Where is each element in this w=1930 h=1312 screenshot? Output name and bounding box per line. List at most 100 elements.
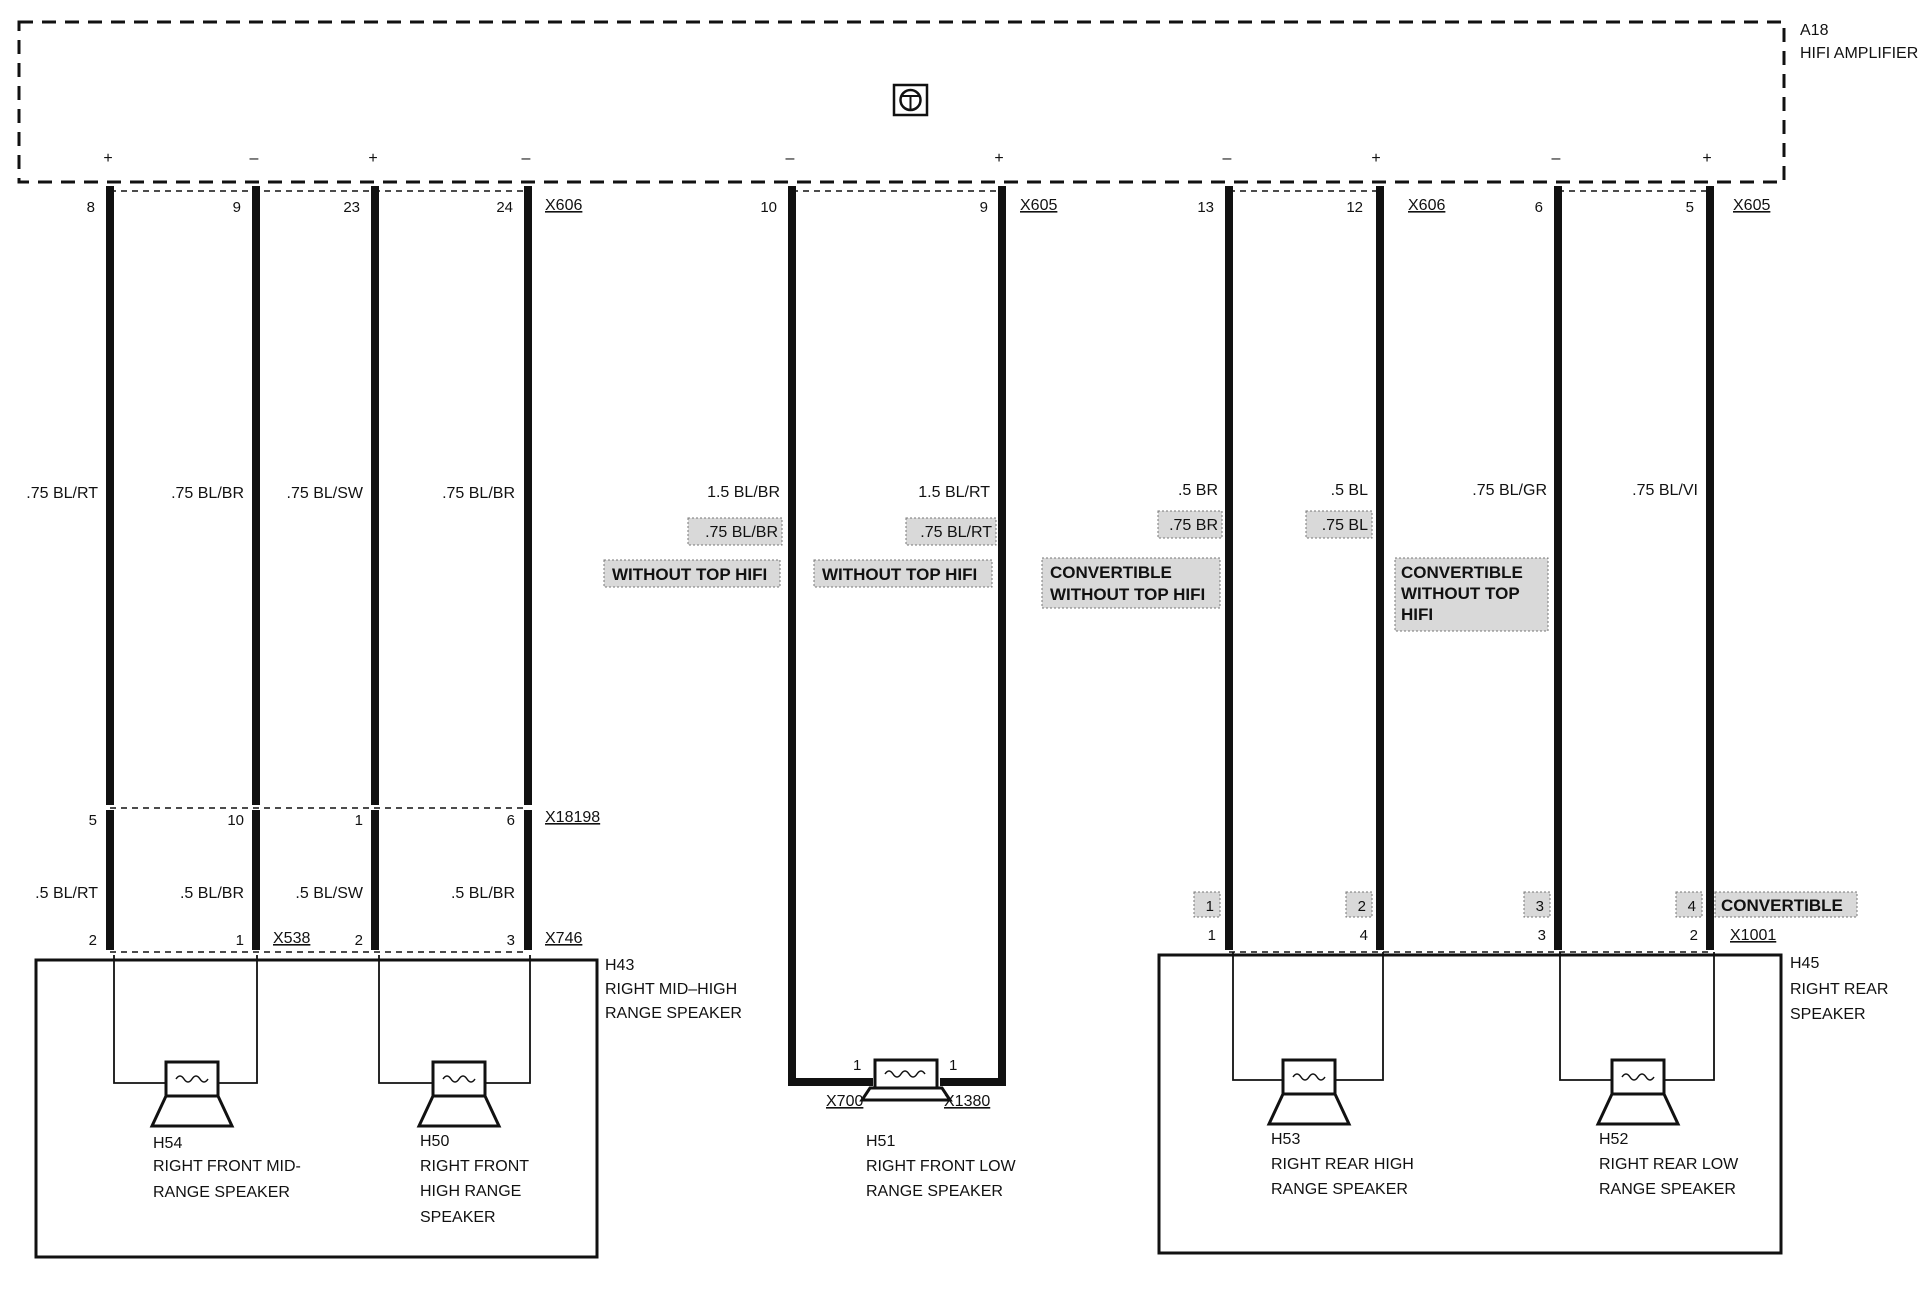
speaker-h52[interactable]: H52 RIGHT REAR LOW RANGE SPEAKER (1595, 1058, 1739, 1198)
speaker-icon (149, 1060, 235, 1128)
wire-label: 1.5 BL/BR (707, 484, 780, 501)
note-conv-box-line3: HIFI (1401, 605, 1433, 624)
polarity-mark: – (786, 150, 795, 167)
polarity-mark: – (1552, 150, 1561, 167)
connector-x605: X605 (1733, 197, 1770, 214)
wire-label: .5 BR (1178, 482, 1218, 499)
wire-labels-alternate: .75 BL/BR .75 BL/RT .75 BR .75 BL (687, 510, 1373, 546)
h52-line1: RIGHT REAR LOW (1599, 1156, 1739, 1173)
wire-label: .5 BL/BR (180, 885, 244, 902)
pin-number: 5 (89, 812, 97, 829)
condition-notes: WITHOUT TOP HIFI WITHOUT TOP HIFI CONVER… (603, 557, 1549, 632)
polarity-mark: + (103, 150, 112, 167)
wire-labels-upper: .75 BL/RT .75 BL/BR .75 BL/SW .75 BL/BR … (26, 482, 1698, 502)
note-conv-box-line2: WITHOUT TOP (1401, 584, 1520, 603)
pin-number: 1 (1208, 927, 1216, 944)
connector-x746: X746 (545, 930, 582, 947)
pin-number: 2 (355, 932, 363, 949)
h54-id: H54 (153, 1135, 182, 1152)
pin-number: 10 (227, 812, 244, 829)
h52-line2: RANGE SPEAKER (1599, 1181, 1736, 1198)
wire-1-5-bl-br[interactable] (788, 186, 873, 1086)
speaker-icon (859, 1058, 953, 1102)
amplifier-id: A18 (1800, 22, 1829, 39)
amplifier-a18[interactable]: A18 HIFI AMPLIFIER (17, 20, 1918, 184)
pin-number: 4 (1688, 898, 1696, 915)
note-convertible: CONVERTIBLE (1721, 896, 1843, 915)
pin-number: 5 (1686, 199, 1694, 216)
h54-line1: RIGHT FRONT MID- (153, 1158, 301, 1175)
connector-x606: X606 (545, 197, 582, 214)
speaker-box-h43[interactable]: H43 RIGHT MID–HIGH RANGE SPEAKER (34, 955, 742, 1259)
pin-number: 6 (1535, 199, 1543, 216)
pin-number: 6 (507, 812, 515, 829)
pin-number: 3 (1538, 927, 1546, 944)
amplifier-name: HIFI AMPLIFIER (1800, 45, 1918, 62)
speaker-icon (1266, 1058, 1352, 1126)
h51-pin-left: 1 (853, 1057, 861, 1074)
polarity-mark: – (522, 150, 531, 167)
note-convertible-line1: CONVERTIBLE (1050, 563, 1172, 582)
speaker-icon (1595, 1058, 1681, 1126)
speaker-h50[interactable]: H50 RIGHT FRONT HIGH RANGE SPEAKER (416, 1060, 529, 1226)
pin-number: 2 (89, 932, 97, 949)
polarity-marks: + – + – – + – + – + (103, 150, 1711, 167)
connector-x1001: 1 4 3 2 X1001 (1208, 927, 1776, 953)
pin-number: 9 (233, 199, 241, 216)
h43-id: H43 (605, 957, 634, 974)
polarity-mark: – (1223, 150, 1232, 167)
pin-number: 1 (355, 812, 363, 829)
speaker-h53[interactable]: H53 RIGHT REAR HIGH RANGE SPEAKER (1266, 1058, 1414, 1198)
top-pin-numbers: 8 9 23 24 10 9 13 12 6 5 (87, 199, 1694, 216)
h51-id: H51 (866, 1133, 895, 1150)
pin-number: 9 (980, 199, 988, 216)
pin-number: 12 (1346, 199, 1363, 216)
h53-line1: RIGHT REAR HIGH (1271, 1156, 1414, 1173)
wire-label: .75 BL/BR (442, 485, 515, 502)
connectors-bottom-left: 2 1 2 3 X538 X746 (89, 930, 582, 953)
speaker-h51[interactable]: 1 1 X700 X1380 H51 RIGHT FRONT LOW RANGE… (826, 1057, 1017, 1200)
note-convertible-line2: WITHOUT TOP HIFI (1050, 585, 1205, 604)
pin-number: 2 (1690, 927, 1698, 944)
pin-number: 2 (1358, 898, 1366, 915)
speaker-h54[interactable]: H54 RIGHT FRONT MID- RANGE SPEAKER (149, 1060, 301, 1201)
h53-id: H53 (1271, 1131, 1300, 1148)
h50-line1: RIGHT FRONT (420, 1158, 529, 1175)
wire-label: .75 BL/GR (1472, 482, 1547, 499)
wire-label: .5 BL (1331, 482, 1368, 499)
wire-label: .75 BL/SW (287, 485, 364, 502)
speaker-icon (416, 1060, 502, 1128)
pin-number: 1 (1206, 898, 1214, 915)
connector-x606: X606 (1408, 197, 1445, 214)
h43-line1: RIGHT MID–HIGH (605, 981, 737, 998)
pin-number: 1 (236, 932, 244, 949)
wire-1-5-bl-rt[interactable] (940, 186, 1006, 1086)
wire-label: .5 BL/RT (35, 885, 98, 902)
connector-x700: X700 (826, 1093, 863, 1110)
convertible-pins: 1 2 3 4 CONVERTIBLE (1193, 891, 1858, 918)
h54-line2: RANGE SPEAKER (153, 1184, 290, 1201)
connector-x1380: X1380 (944, 1093, 990, 1110)
pin-number: 10 (760, 199, 777, 216)
wire-labels-lower: .5 BL/RT .5 BL/BR .5 BL/SW .5 BL/BR (35, 885, 515, 902)
note-without-top-hifi: WITHOUT TOP HIFI (612, 565, 767, 584)
h52-id: H52 (1599, 1131, 1628, 1148)
speaker-box-h45[interactable]: H45 RIGHT REAR SPEAKER (1157, 952, 1888, 1255)
note-conv-box-line1: CONVERTIBLE (1401, 563, 1523, 582)
h51-line2: RANGE SPEAKER (866, 1183, 1003, 1200)
h45-id: H45 (1790, 955, 1819, 972)
pin-number: 24 (496, 199, 513, 216)
wires (106, 186, 1714, 1086)
pin-number: 3 (507, 932, 515, 949)
connector-id: X1001 (1730, 927, 1776, 944)
wire-label: .75 BL/VI (1632, 482, 1698, 499)
pin-number: 8 (87, 199, 95, 216)
h51-line1: RIGHT FRONT LOW (866, 1158, 1017, 1175)
connector-x605: X605 (1020, 197, 1057, 214)
h53-line2: RANGE SPEAKER (1271, 1181, 1408, 1198)
wire-label: .5 BL/SW (295, 885, 363, 902)
pin-number: 13 (1197, 199, 1214, 216)
wire-label: .75 BL/RT (26, 485, 98, 502)
connector-id: X18198 (545, 809, 600, 826)
